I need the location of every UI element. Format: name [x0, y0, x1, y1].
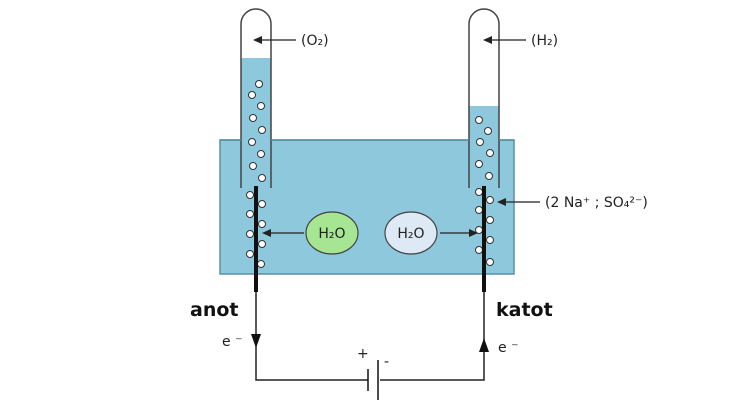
ions-label: (2 Na⁺ ; SO₄²⁻): [545, 195, 648, 211]
hydrogen-label: (H₂): [531, 33, 558, 49]
water-molecule-left: [305, 211, 359, 255]
water-to-cathode-arrow-icon: [440, 229, 478, 237]
anode-label: anot: [190, 299, 238, 321]
hydrogen-collection-tube: [468, 8, 500, 188]
oxygen-pointer-arrow-icon: [253, 36, 296, 44]
oxygen-collection-tube: [240, 8, 272, 188]
hydrogen-bubbles: [475, 116, 494, 266]
hydrogen-pointer-arrow-icon: [483, 36, 526, 44]
battery-icon: [367, 360, 379, 400]
circuit-wire: [255, 292, 485, 381]
battery-minus-label: -: [384, 354, 389, 370]
electron-arrow-down-icon: [251, 334, 261, 348]
ions-pointer-arrow-icon: [497, 198, 540, 206]
water-molecule-right: [384, 211, 438, 255]
electron-label-right: e ⁻: [498, 340, 518, 356]
electron-arrow-up-icon: [479, 338, 489, 352]
oxygen-label: (O₂): [301, 33, 329, 49]
electron-label-left: e ⁻: [222, 334, 242, 350]
water-label-left: H₂O: [318, 226, 345, 242]
water-label-right: H₂O: [397, 226, 424, 242]
battery-plus-label: +: [357, 346, 369, 362]
water-to-anode-arrow-icon: [262, 229, 304, 237]
cathode-label: katot: [496, 299, 553, 321]
